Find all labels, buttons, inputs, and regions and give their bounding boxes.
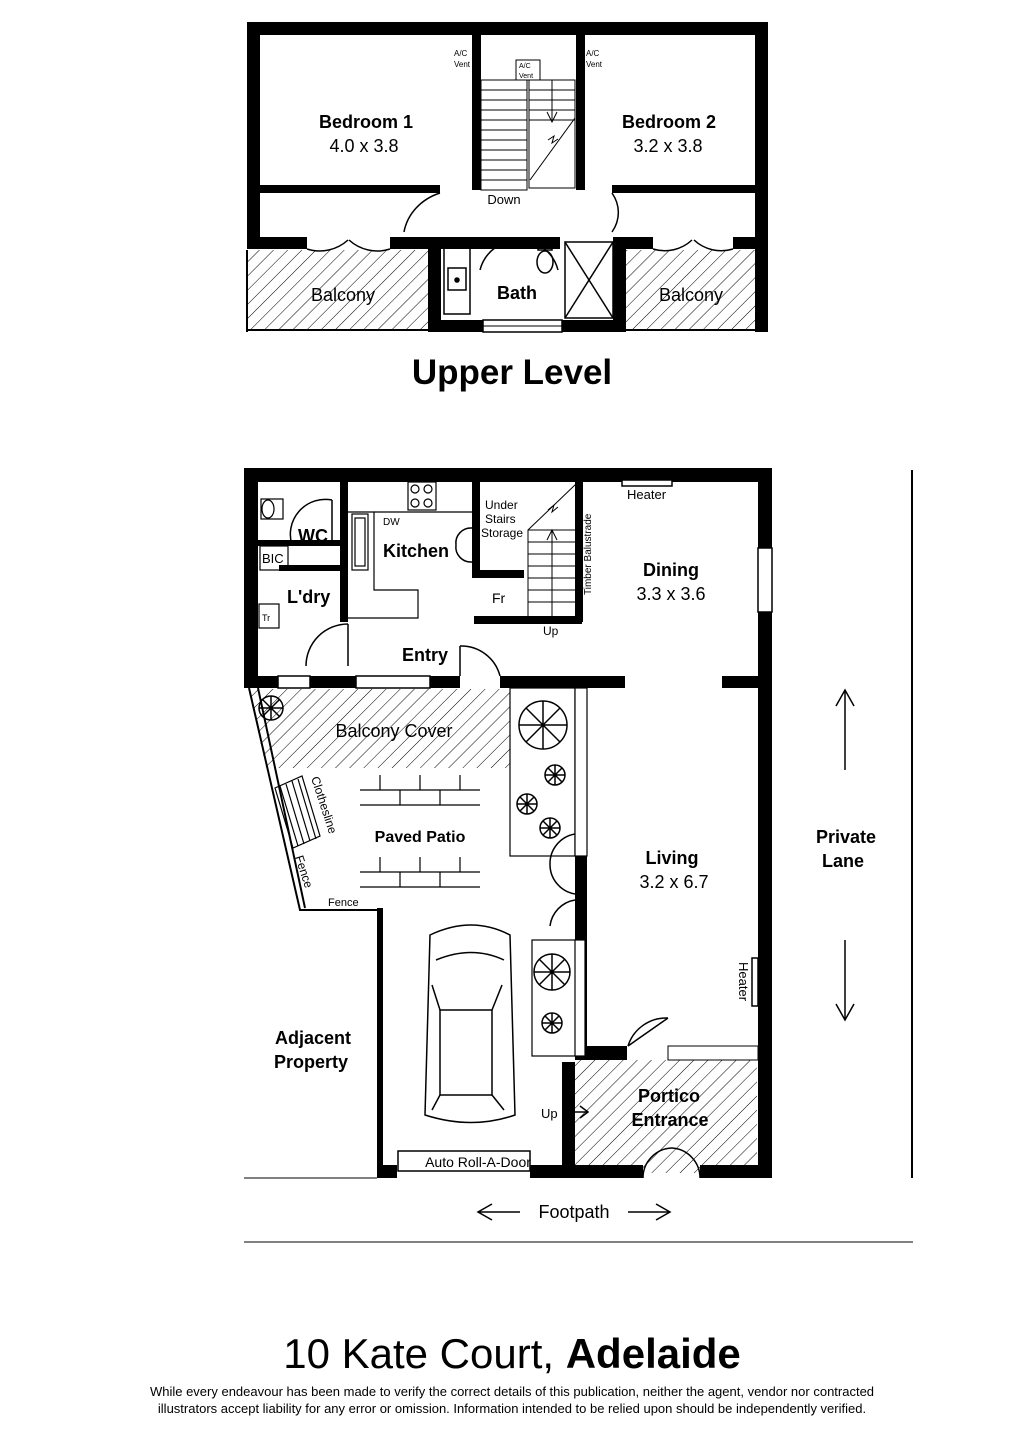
balcony-right-area <box>626 250 756 330</box>
ac-vent-center-label: A/C <box>519 63 531 70</box>
stairs-up-label: Up <box>543 624 559 638</box>
address-city: Adelaide <box>565 1330 741 1377</box>
ac-vent-right-label: A/C <box>586 49 600 58</box>
living-name: Living <box>646 848 699 868</box>
under-stairs-label-1: Under <box>485 498 518 512</box>
adjacent-property-label-1: Adjacent <box>275 1028 351 1048</box>
upper-level-title: Upper Level <box>412 353 612 392</box>
under-stairs-label-3: Storage <box>481 526 523 540</box>
bedroom2-size: 3.2 x 3.8 <box>633 136 702 156</box>
disclaimer-line-2: illustrators accept liability for any er… <box>157 1401 867 1416</box>
ac-vent-center-label-2: Vent <box>519 73 533 80</box>
bath-fixtures <box>443 241 614 319</box>
planter-boxes <box>509 687 588 1057</box>
balcony-cover-area <box>249 689 510 768</box>
fridge-label: Fr <box>492 590 506 606</box>
footpath-label: Footpath <box>538 1202 609 1222</box>
balcony-left-area <box>248 250 430 330</box>
upper-stairs <box>480 59 576 191</box>
bic-label: BIC <box>262 551 284 566</box>
ac-vent-right-label-2: Vent <box>586 60 603 69</box>
timber-balustrade-label: Timber Balustrade <box>583 513 594 595</box>
lower-level-plan <box>244 468 913 1243</box>
balcony-cover-label: Balcony Cover <box>335 721 452 741</box>
dining-name: Dining <box>643 560 699 580</box>
heater-side-label: Heater <box>736 962 751 1002</box>
bath-label: Bath <box>497 283 537 303</box>
dining-size: 3.3 x 3.6 <box>636 584 705 604</box>
bedroom1-size: 4.0 x 3.8 <box>329 136 398 156</box>
heater-top-label: Heater <box>627 487 667 502</box>
address-street: 10 Kate Court, <box>283 1330 566 1377</box>
disclaimer: While every endeavour has been made to v… <box>0 1383 1024 1417</box>
ac-vent-left-label: A/C <box>454 49 468 58</box>
plant-icons <box>258 695 571 1034</box>
car-icon <box>424 924 516 1124</box>
clothesline-icon <box>274 775 321 849</box>
balcony-right-label: Balcony <box>659 285 723 305</box>
lower-stairs <box>527 483 580 621</box>
garage-door <box>397 1150 531 1172</box>
private-lane-label-2: Lane <box>822 851 864 871</box>
fence-bottom-label: Fence <box>328 897 359 909</box>
upper-doors <box>306 192 734 271</box>
bedroom1-name: Bedroom 1 <box>319 112 413 132</box>
disclaimer-line-1: While every endeavour has been made to v… <box>149 1384 875 1399</box>
upper-level-plan <box>246 22 768 333</box>
kitchen-label: Kitchen <box>383 541 449 561</box>
lower-walls <box>244 468 772 1178</box>
laundry-label: L'dry <box>287 587 330 607</box>
kitchen-fixtures <box>258 481 472 629</box>
lower-doors <box>289 498 701 1179</box>
lower-windows <box>277 479 773 1007</box>
floor-plan: A/C Vent A/C Vent A/C Vent Bedroom 1 4.0… <box>244 22 913 1243</box>
down-label: Down <box>487 192 520 207</box>
portico-up-label: Up <box>541 1106 558 1121</box>
tr-label: Tr <box>262 613 270 623</box>
paved-patio-pavers <box>360 775 480 888</box>
dw-label: DW <box>383 517 400 528</box>
paved-patio-label: Paved Patio <box>375 829 466 846</box>
lane-arrows <box>476 688 855 1221</box>
private-lane-label-1: Private <box>816 827 876 847</box>
clothesline-label: Clothesline <box>308 775 340 836</box>
portico-area <box>575 1060 757 1173</box>
portico-label-2: Entrance <box>631 1110 708 1130</box>
portico-label-1: Portico <box>638 1086 700 1106</box>
wc-label: WC <box>298 526 328 546</box>
ac-vent-left-label-2: Vent <box>454 60 471 69</box>
upper-labels: A/C Vent A/C Vent A/C Vent Bedroom 1 4.0… <box>311 49 723 392</box>
fence-lines <box>244 470 913 1243</box>
under-stairs-label-2: Stairs <box>485 512 516 526</box>
entry-label: Entry <box>402 645 448 665</box>
property-address: 10 Kate Court, Adelaide <box>0 1326 1024 1382</box>
adjacent-property-label-2: Property <box>274 1052 348 1072</box>
living-size: 3.2 x 6.7 <box>639 872 708 892</box>
balcony-left-label: Balcony <box>311 285 375 305</box>
bedroom2-name: Bedroom 2 <box>622 112 716 132</box>
fence-side-label: Fence <box>292 854 316 890</box>
garage-door-label: Auto Roll-A-Door <box>425 1154 531 1170</box>
